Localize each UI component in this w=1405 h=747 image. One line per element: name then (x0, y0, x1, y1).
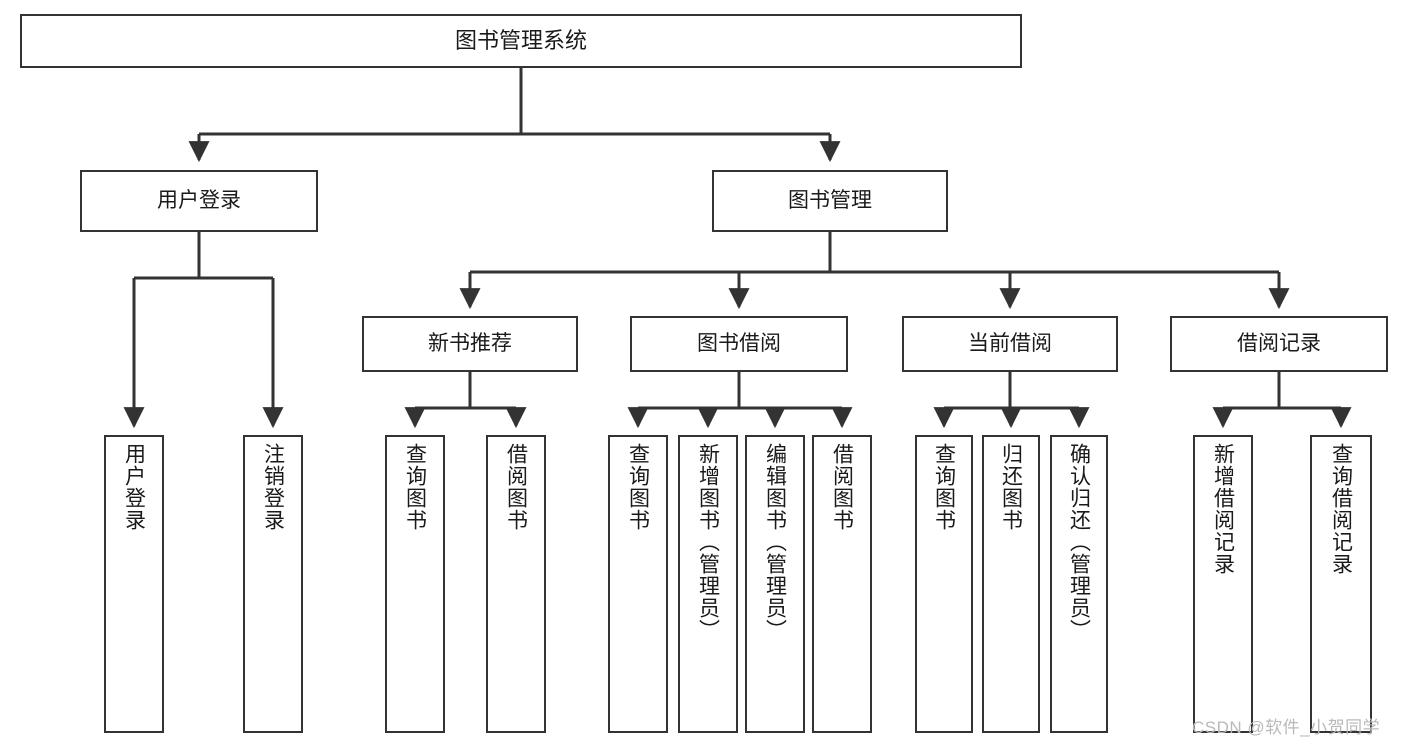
node-leaf-borrow-book-rec-label: 借阅图书 (504, 443, 528, 531)
node-root[interactable]: 图书管理系统 (20, 14, 1022, 68)
node-leaf-add-book-admin-label: 新增图书（管理员） (696, 443, 720, 641)
node-leaf-borrow-book[interactable]: 借阅图书 (812, 435, 872, 733)
node-borrow-record[interactable]: 借阅记录 (1170, 316, 1388, 372)
csdn-watermark: CSDN @软件_小贺同学 (1192, 718, 1381, 737)
node-user-login[interactable]: 用户登录 (80, 170, 318, 232)
node-leaf-return-book[interactable]: 归还图书 (982, 435, 1040, 733)
node-new-book-recommend-label: 新书推荐 (428, 331, 512, 355)
node-leaf-query-book-borrow-label: 查询图书 (626, 443, 650, 531)
node-leaf-query-book-current[interactable]: 查询图书 (915, 435, 973, 733)
node-leaf-edit-book-admin[interactable]: 编辑图书（管理员） (745, 435, 805, 733)
node-leaf-query-book-current-label: 查询图书 (932, 443, 956, 531)
node-leaf-query-book-borrow[interactable]: 查询图书 (608, 435, 668, 733)
node-book-management-label: 图书管理 (788, 188, 872, 212)
node-leaf-query-borrow-record[interactable]: 查询借阅记录 (1310, 435, 1372, 733)
node-leaf-query-book-rec-label: 查询图书 (403, 443, 427, 531)
node-borrow-record-label: 借阅记录 (1237, 331, 1321, 355)
node-leaf-logout-label: 注销登录 (261, 443, 285, 531)
node-leaf-confirm-return-admin-label: 确认归还（管理员） (1067, 443, 1091, 641)
node-leaf-add-borrow-record[interactable]: 新增借阅记录 (1193, 435, 1253, 733)
node-leaf-query-borrow-record-label: 查询借阅记录 (1329, 443, 1353, 575)
node-leaf-edit-book-admin-label: 编辑图书（管理员） (763, 443, 787, 641)
node-leaf-user-login-label: 用户登录 (122, 443, 146, 531)
node-leaf-return-book-label: 归还图书 (999, 443, 1023, 531)
node-leaf-query-book-rec[interactable]: 查询图书 (385, 435, 445, 733)
node-leaf-confirm-return-admin[interactable]: 确认归还（管理员） (1050, 435, 1108, 733)
node-book-borrow-label: 图书借阅 (697, 331, 781, 355)
node-leaf-user-login[interactable]: 用户登录 (104, 435, 164, 733)
node-leaf-borrow-book-label: 借阅图书 (830, 443, 854, 531)
node-leaf-add-book-admin[interactable]: 新增图书（管理员） (678, 435, 738, 733)
node-user-login-label: 用户登录 (157, 188, 241, 212)
node-leaf-add-borrow-record-label: 新增借阅记录 (1211, 443, 1235, 575)
node-current-borrow[interactable]: 当前借阅 (902, 316, 1118, 372)
node-new-book-recommend[interactable]: 新书推荐 (362, 316, 578, 372)
node-root-label: 图书管理系统 (454, 28, 587, 54)
node-leaf-borrow-book-rec[interactable]: 借阅图书 (486, 435, 546, 733)
node-current-borrow-label: 当前借阅 (968, 331, 1052, 355)
node-leaf-logout[interactable]: 注销登录 (243, 435, 303, 733)
node-book-management[interactable]: 图书管理 (712, 170, 948, 232)
node-book-borrow[interactable]: 图书借阅 (630, 316, 848, 372)
